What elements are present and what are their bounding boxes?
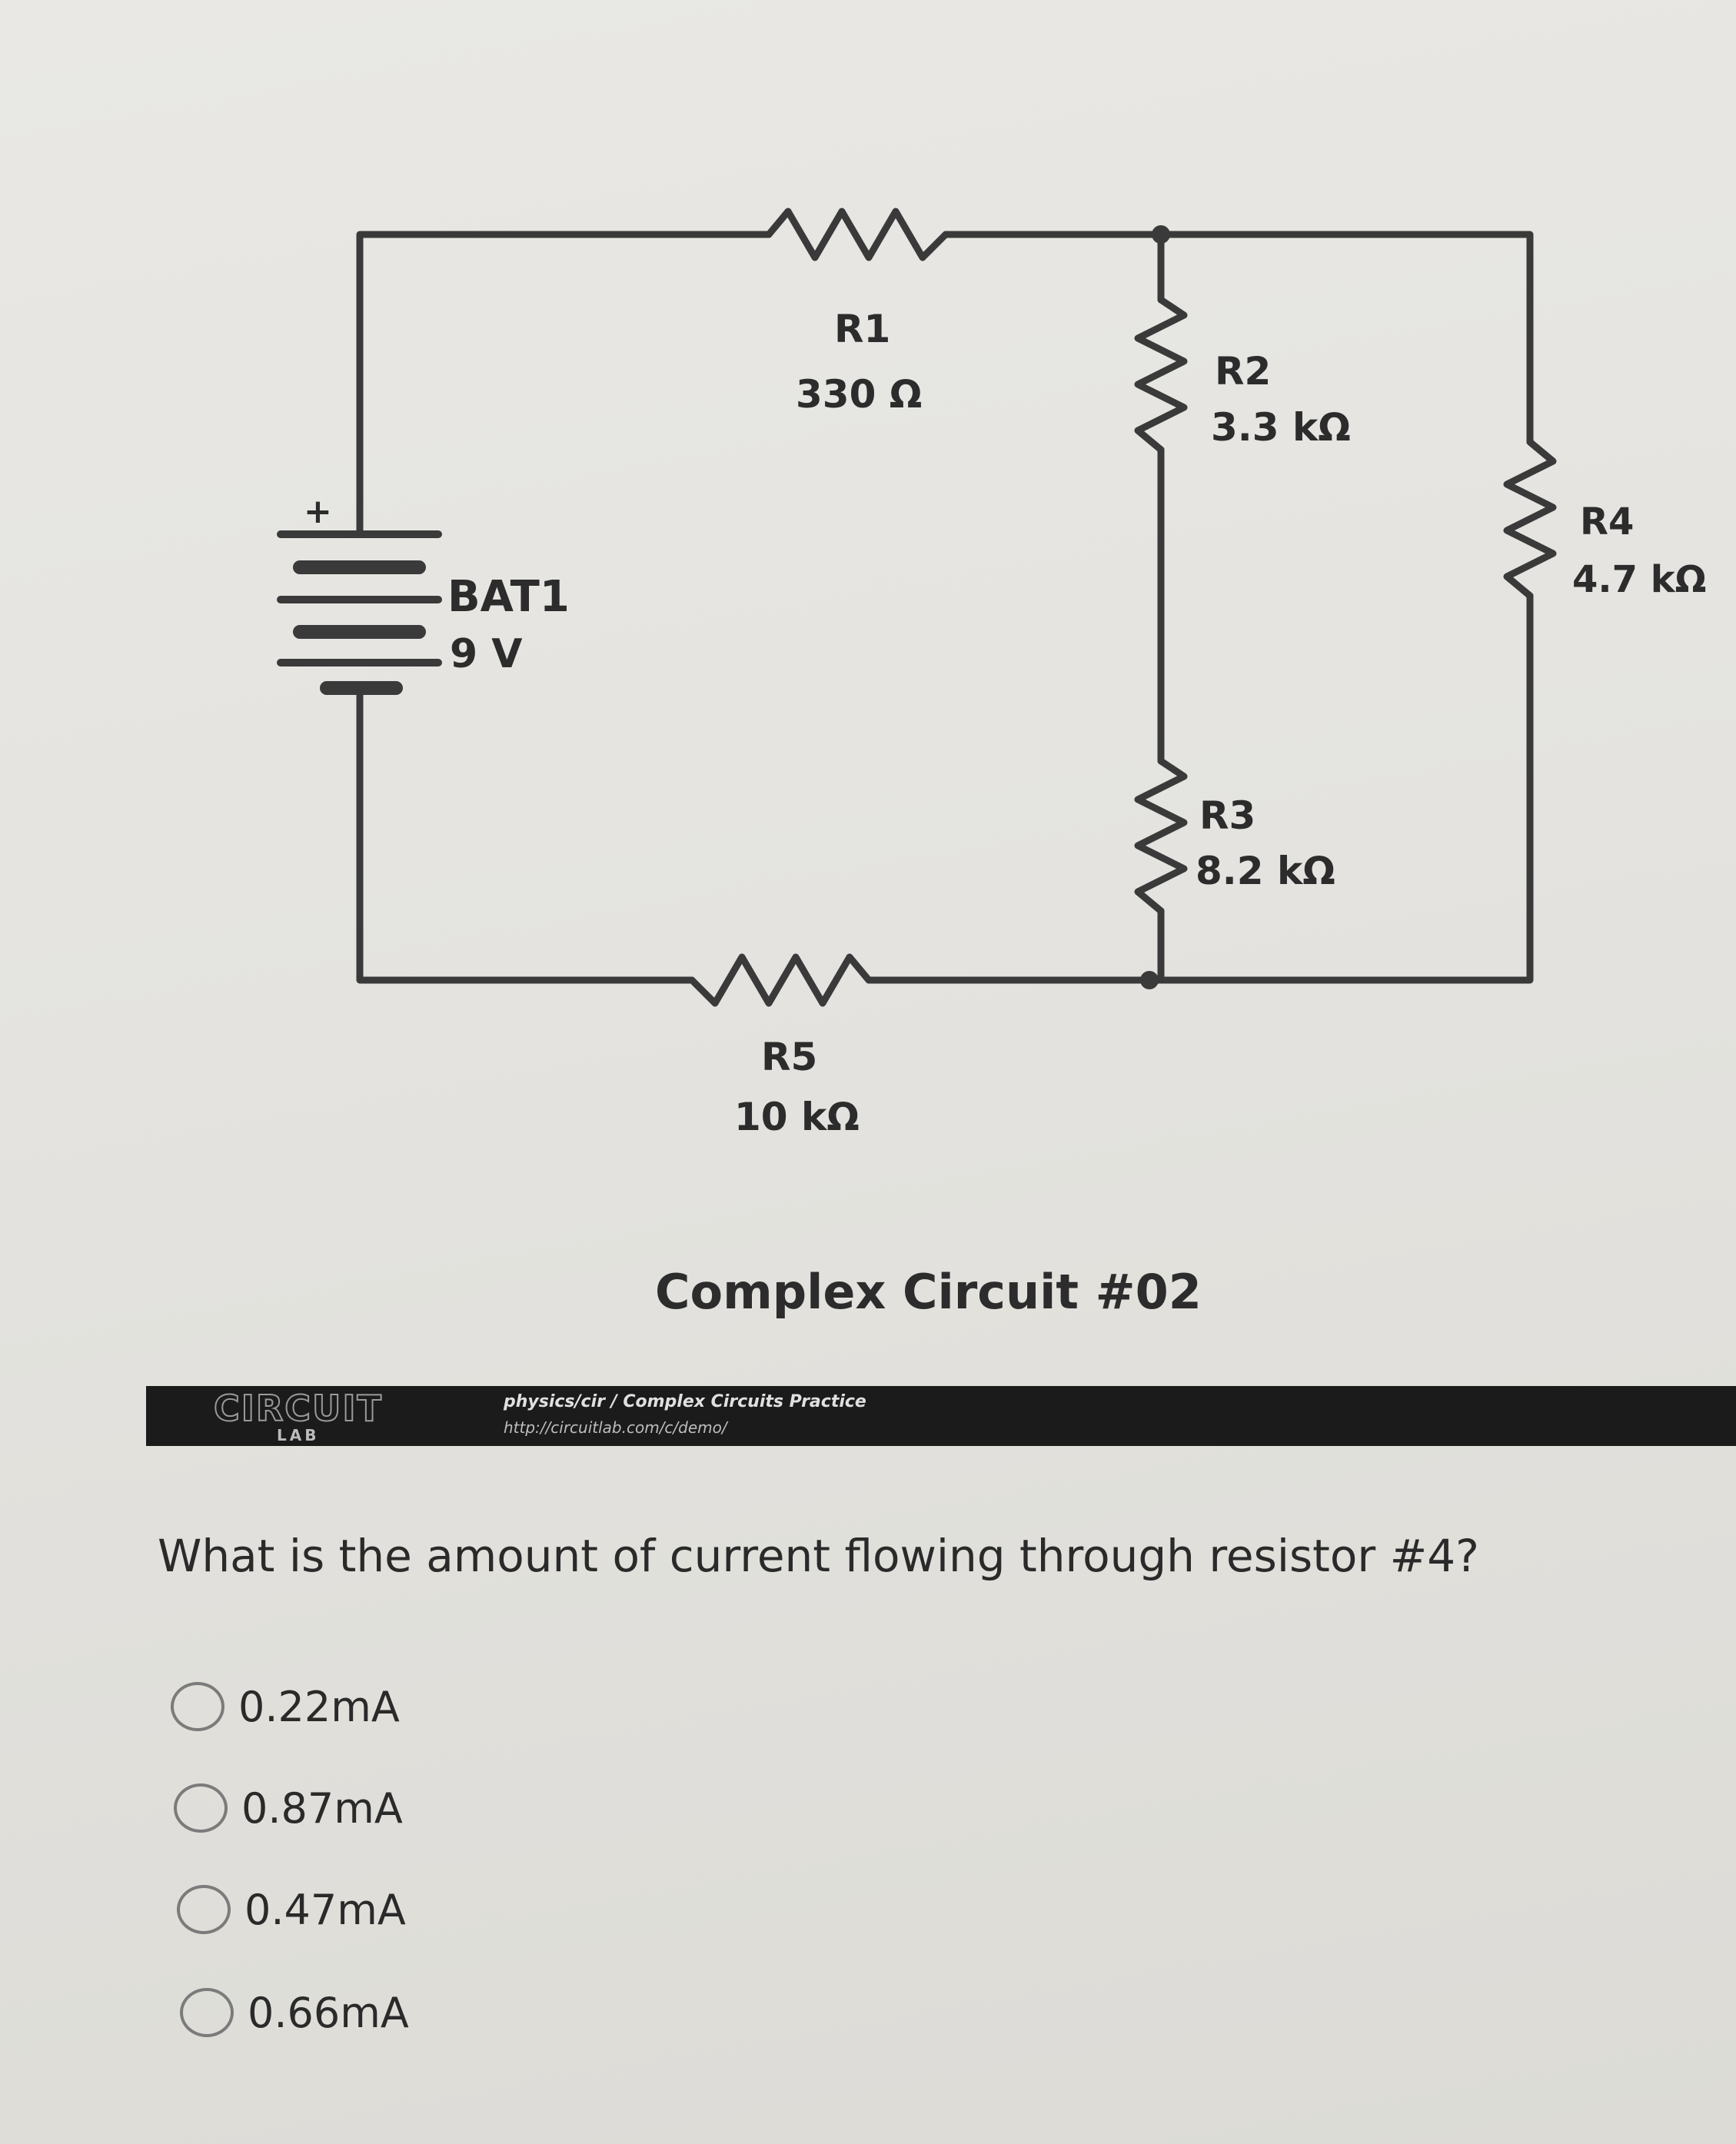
r2-value: 3.3 kΩ: [1211, 405, 1351, 450]
circuitlab-logo-sub: LAB: [277, 1426, 320, 1444]
r1-name: R1: [834, 307, 890, 351]
resistor-r2-symbol: [1134, 296, 1188, 454]
banner-caption: physics/cir / Complex Circuits Practice: [504, 1392, 866, 1411]
r4-name: R4: [1580, 500, 1634, 543]
radio-button[interactable]: [177, 1885, 231, 1934]
r1-value: 330 Ω: [796, 372, 922, 417]
battery-symbol: [277, 530, 442, 695]
r4-value: 4.7 kΩ: [1572, 558, 1706, 601]
radio-button[interactable]: [171, 1682, 224, 1731]
junction-bottom: [1140, 971, 1159, 989]
resistor-r4-symbol: [1503, 438, 1557, 600]
radio-button[interactable]: [174, 1783, 228, 1833]
circuit-diagram: + BAT1 9 V R1 330 Ω R2 3.3 kΩ R4 4.7 kΩ …: [277, 208, 1706, 1320]
r2-name: R2: [1215, 349, 1271, 394]
circuit-title: Complex Circuit #02: [655, 1264, 1202, 1320]
battery-name: BAT1: [447, 572, 570, 622]
wire-bottom-left: [356, 684, 696, 984]
answer-label: 0.22mA: [238, 1682, 400, 1731]
wire-top-left: [356, 231, 773, 538]
r3-value: 8.2 kΩ: [1196, 849, 1335, 893]
wire-r4-bottom: [865, 592, 1534, 984]
answer-option-1[interactable]: 0.22mA: [171, 1676, 400, 1737]
battery-plus: +: [304, 492, 332, 531]
answer-option-3[interactable]: 0.47mA: [177, 1879, 406, 1940]
r5-value: 10 kΩ: [734, 1095, 860, 1139]
r3-name: R3: [1199, 793, 1255, 838]
wire-top-right: [942, 231, 1534, 446]
answer-label: 0.47mA: [244, 1885, 406, 1934]
answer-option-4[interactable]: 0.66mA: [180, 1982, 409, 2043]
answer-option-2[interactable]: 0.87mA: [174, 1777, 403, 1839]
answer-label: 0.66mA: [248, 1988, 409, 2037]
resistor-r3-symbol: [1134, 757, 1188, 915]
answer-label: 0.87mA: [241, 1783, 403, 1833]
junction-top: [1152, 225, 1170, 244]
source-banner: CIRCUIT LAB physics/cir / Complex Circui…: [146, 1386, 1736, 1446]
battery-value: 9 V: [450, 631, 523, 677]
r5-name: R5: [761, 1035, 817, 1079]
resistor-r5-symbol: [688, 953, 873, 1007]
banner-url[interactable]: http://circuitlab.com/c/demo/: [504, 1418, 727, 1437]
question-text: What is the amount of current flowing th…: [158, 1530, 1479, 1582]
circuitlab-logo: CIRCUIT: [213, 1388, 383, 1429]
resistor-r1-symbol: [765, 208, 949, 261]
radio-button[interactable]: [180, 1988, 234, 2037]
